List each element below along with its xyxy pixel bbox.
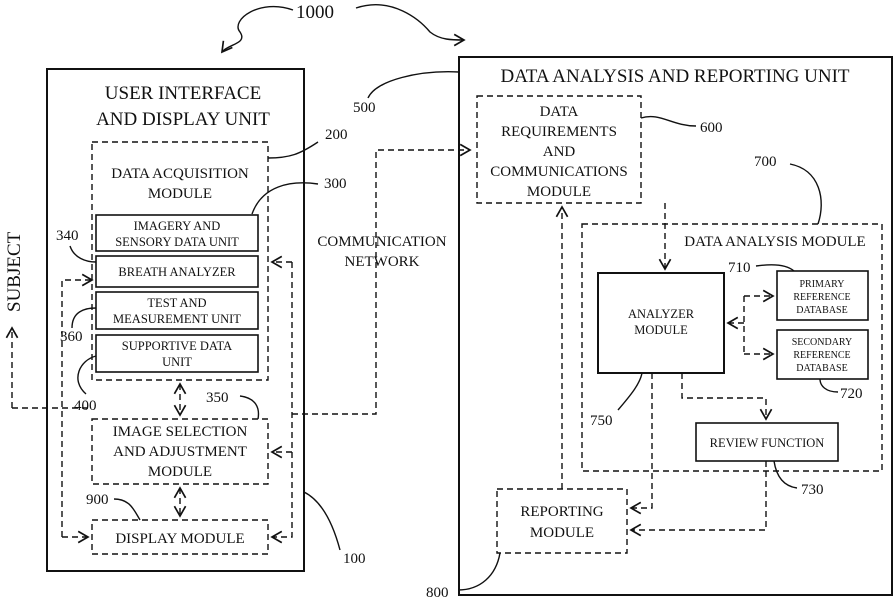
ref-300: 300 [324,176,347,192]
figure-leader-left [222,7,293,52]
ui-unit-title-line2: AND DISPLAY UNIT [96,109,270,130]
ref-750-leader [618,373,642,410]
image-selection-line1: IMAGE SELECTION [113,424,248,440]
reporting-module-box [497,489,627,553]
req-line4: COMMUNICATIONS [490,164,628,180]
ref-200: 200 [325,127,348,143]
ref-730: 730 [801,482,824,498]
ref-100-leader [304,492,340,550]
primary-db-line3: DATABASE [796,305,847,316]
ref-360: 360 [60,329,83,345]
primary-db-line2: REFERENCE [793,292,850,303]
ref-500-leader [368,72,459,98]
ref-750: 750 [590,413,613,429]
ref-100: 100 [343,551,366,567]
ref-350-leader [240,396,258,419]
secondary-db-line2: REFERENCE [793,350,850,361]
ref-400-leader [78,356,96,394]
data-acquisition-line1: DATA ACQUISITION [111,166,249,182]
ui-unit-title-line1: USER INTERFACE [105,83,261,104]
req-line5: MODULE [527,184,591,200]
ref-300-leader [252,183,318,214]
ref-800-leader [458,553,500,590]
test-line1: TEST AND [147,296,206,310]
figure-leader-right [356,5,464,40]
reporting-line2: MODULE [530,525,594,541]
ref-350: 350 [206,390,229,406]
ref-700: 700 [754,154,777,170]
imagery-line1: IMAGERY AND [134,219,221,233]
figure-number: 1000 [296,2,334,23]
image-selection-line2: AND ADJUSTMENT [113,444,247,460]
test-line2: MEASUREMENT UNIT [113,312,241,326]
network-line1: COMMUNICATION [317,234,446,250]
ref-400: 400 [74,398,97,414]
ref-800: 800 [426,585,449,600]
network-link [292,150,470,414]
display-module-label: DISPLAY MODULE [115,531,244,547]
ref-200-leader [268,142,318,158]
ref-730-leader [774,461,797,488]
supportive-line2: UNIT [162,355,192,369]
ref-900-leader [114,499,140,520]
ref-900: 900 [86,492,109,508]
ref-700-leader [790,164,821,224]
data-acquisition-line2: MODULE [148,186,212,202]
review-function-label: REVIEW FUNCTION [710,436,825,450]
right-bus [272,262,292,537]
ref-720-leader [820,379,838,392]
req-line2: REQUIREMENTS [501,124,617,140]
ref-720: 720 [840,386,863,402]
analyzer-line1: ANALYZER [628,307,695,321]
req-line1: DATA [540,104,579,120]
secondary-db-line3: DATABASE [796,363,847,374]
primary-db-line1: PRIMARY [799,279,844,290]
ref-500: 500 [353,100,376,116]
subject-label: SUBJECT [4,231,25,312]
secondary-db-line1: SECONDARY [792,337,853,348]
ref-710: 710 [728,260,751,276]
breath-analyzer-label: BREATH ANALYZER [118,265,236,279]
analyzer-to-reporting [631,373,652,508]
ref-600: 600 [700,120,723,136]
ref-600-leader [641,117,696,126]
analyzer-line2: MODULE [634,323,688,337]
ref-340: 340 [56,228,79,244]
req-line3: AND [543,144,576,160]
analysis-unit-title: DATA ANALYSIS AND REPORTING UNIT [500,66,849,87]
analyzer-to-review [682,373,766,419]
reporting-line1: REPORTING [520,504,603,520]
imagery-line2: SENSORY DATA UNIT [115,235,239,249]
ref-710-leader [756,265,794,271]
supportive-line1: SUPPORTIVE DATA [122,339,232,353]
image-selection-line3: MODULE [148,464,212,480]
data-analysis-title: DATA ANALYSIS MODULE [684,234,865,250]
network-line2: NETWORK [345,254,420,270]
